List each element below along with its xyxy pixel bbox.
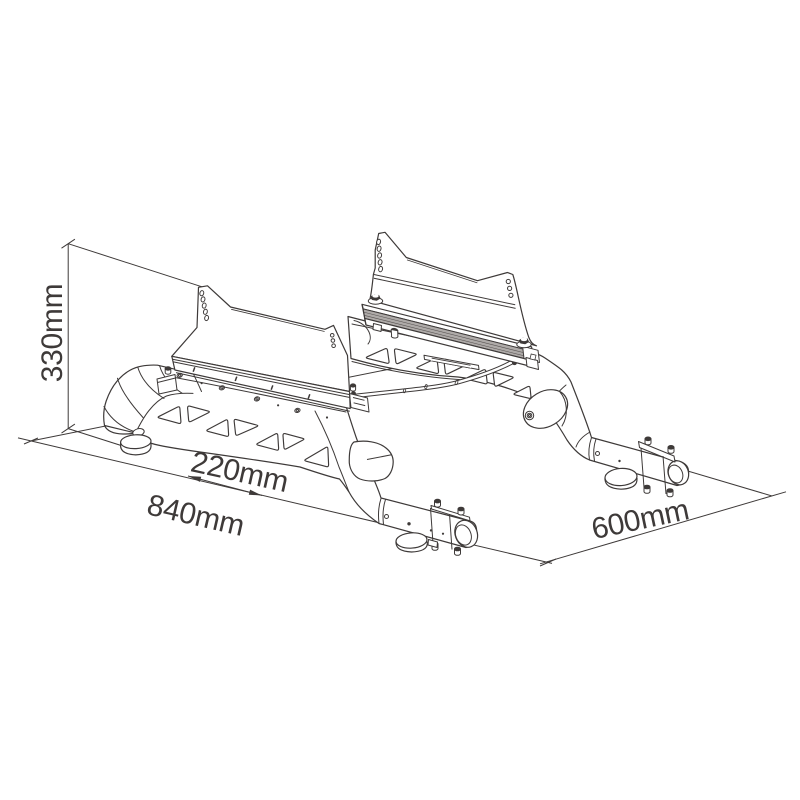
svg-text:330mm: 330mm <box>36 284 69 383</box>
